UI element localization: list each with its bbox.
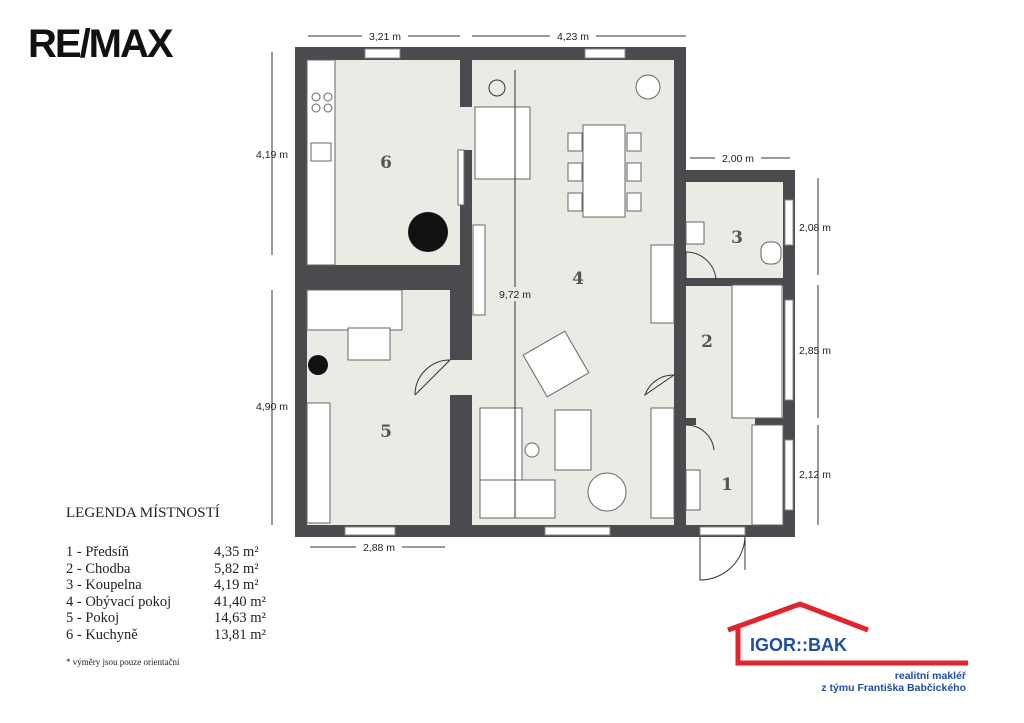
room-4-label: 4	[572, 269, 584, 289]
legend-room: 6 - Kuchyně	[66, 626, 138, 643]
room-3-label: 3	[731, 228, 743, 248]
dim-right-2: 2,85 m	[799, 345, 831, 357]
legend-area: 14,63 m²	[214, 610, 266, 626]
dim-center: 9,72 m	[499, 289, 531, 301]
legend-area: 4,35 m²	[214, 544, 259, 560]
legend-row: 5 - Pokoj 14,63 m²	[66, 610, 266, 627]
legend-row: 4 - Obývací pokoj 41,40 m²	[66, 594, 266, 611]
legend-title: LEGENDA MÍSTNOSTÍ	[66, 505, 220, 521]
agent-line2: z týmu Františka Babčického	[821, 682, 966, 694]
dim-left-lower: 4,90 m	[256, 401, 288, 413]
plants	[308, 79, 506, 375]
furniture	[306, 59, 784, 526]
legend-room: 5 - Pokoj	[66, 610, 120, 626]
legend-note: * výměry jsou pouze orientační	[66, 657, 180, 667]
dim-right-3: 2,12 m	[799, 469, 831, 481]
legend-area: 5,82 m²	[214, 560, 259, 577]
legend-room: 4 - Obývací pokoj	[66, 593, 172, 610]
legend-room: 2 - Chodba	[66, 560, 131, 577]
house-roof-icon	[727, 601, 968, 666]
room-1-label: 1	[721, 475, 733, 495]
dim-wing-top: 2,00 m	[722, 153, 754, 165]
dimension-labels: 3,21 m 4,23 m 4,19 m 4,90 m 9,72 m 2,00 …	[256, 29, 831, 554]
legend-room: 3 - Koupelna	[66, 577, 142, 593]
legend-row: 6 - Kuchyně 13,81 m²	[66, 627, 266, 644]
doors	[414, 251, 746, 581]
room-6-label: 6	[380, 153, 392, 173]
agent-line1: realitní makléř	[894, 670, 966, 682]
legend-area: 41,40 m²	[214, 593, 266, 610]
dim-bottom: 2,88 m	[363, 542, 395, 554]
dim-left-upper: 4,19 m	[256, 149, 288, 161]
legend-area: 13,81 m²	[214, 626, 266, 643]
dim-right-1: 2,08 m	[799, 222, 831, 234]
legend-row: 1 - Předsíň 4,35 m²	[66, 544, 266, 561]
windows	[344, 48, 794, 536]
agent-logo: IGOR::BAK realitní makléř z týmu Františ…	[720, 600, 980, 695]
remax-logo: RE/MAX	[28, 22, 174, 66]
agent-name: IGOR::BAK	[750, 635, 847, 655]
legend-area: 4,19 m²	[214, 577, 259, 593]
room-numbers: 1 2 3 4 5 6	[380, 153, 743, 495]
dim-top-right: 4,23 m	[557, 31, 589, 43]
legend-row: 3 - Koupelna 4,19 m²	[66, 577, 266, 594]
room-2-label: 2	[701, 332, 713, 352]
room-5-label: 5	[380, 422, 392, 442]
legend-room: 1 - Předsíň	[66, 544, 129, 560]
dim-top-left: 3,21 m	[369, 31, 401, 43]
room-legend: LEGENDA MÍSTNOSTÍ 1 - Předsíň 4,35 m² 2 -…	[66, 505, 266, 667]
legend-row: 2 - Chodba 5,82 m²	[66, 561, 266, 578]
